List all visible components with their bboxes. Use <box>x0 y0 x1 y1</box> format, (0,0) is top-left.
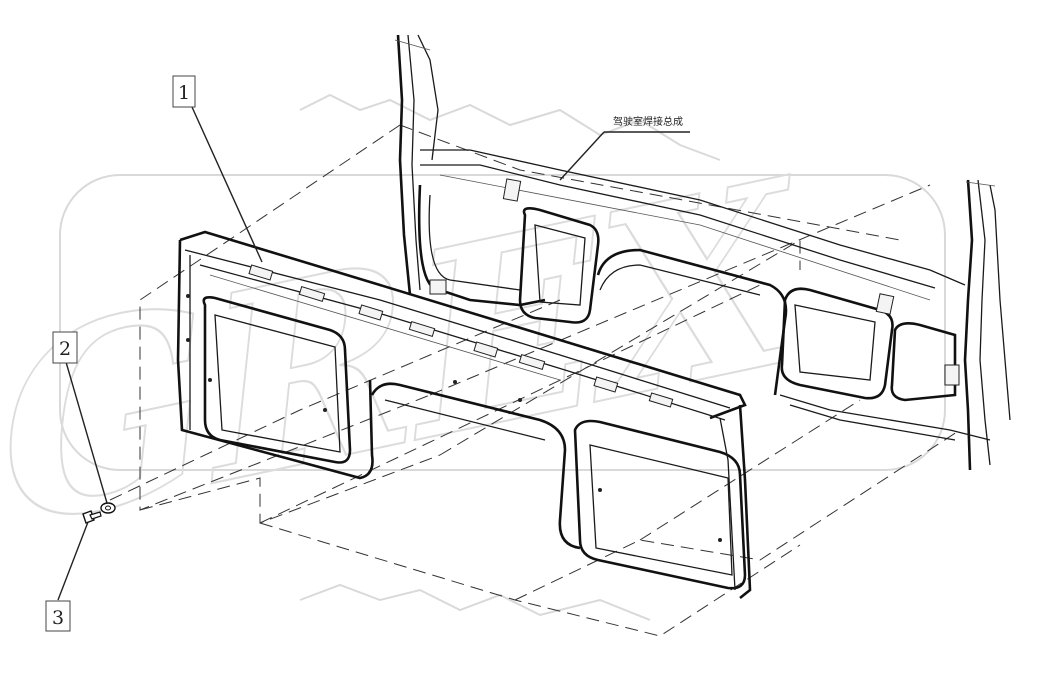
assembly-label: 驾驶室焊接总成 <box>613 115 683 128</box>
callout-3: 3 <box>45 600 71 632</box>
leader-lines <box>57 106 690 601</box>
cab-weld-assembly <box>394 34 1011 471</box>
bolt-part-3 <box>82 510 102 524</box>
watermark-text: GREX <box>0 118 806 593</box>
explode-guide-lines <box>109 124 961 637</box>
callout-3-label: 3 <box>52 607 64 629</box>
washer-part-2 <box>100 502 116 514</box>
watermark-logo: GREX <box>0 93 946 621</box>
callout-2: 2 <box>52 331 78 364</box>
callout-2-label: 2 <box>59 338 71 360</box>
callout-1: 1 <box>172 75 196 108</box>
callout-1-label: 1 <box>178 82 190 104</box>
front-panel-part-1 <box>176 230 752 600</box>
